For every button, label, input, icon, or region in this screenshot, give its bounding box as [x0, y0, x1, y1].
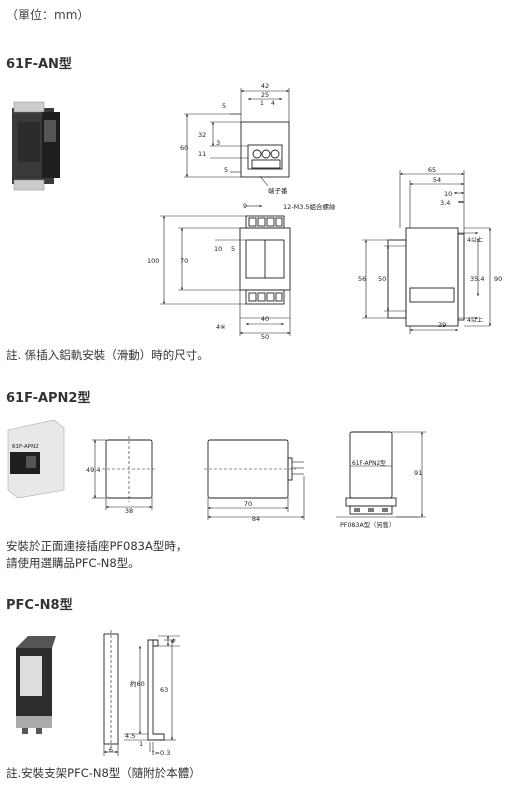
dim-100: 100 — [147, 257, 159, 265]
dim-6: 6 — [109, 746, 113, 754]
drawing-pfc-n8-front — [103, 630, 119, 756]
dim-11: 11 — [198, 150, 206, 158]
dim-60: 60 — [180, 144, 188, 152]
product-photo-pfc-n8 — [16, 636, 56, 734]
dim-1: 1 — [260, 100, 264, 107]
section-title-61f-an: 61F-AN型 — [6, 57, 72, 72]
drawing-61f-apn2-side-view — [204, 439, 305, 520]
note-apn2-line2: 請使用選購品PFC-N8型。 — [6, 556, 140, 570]
dim-10-side: 10 — [444, 190, 452, 198]
note-apn2-line1: 安裝於正面連接插座PF083A型時， — [6, 539, 188, 553]
drawing-pfc-n8-side — [124, 635, 180, 752]
dim-4: 4 — [271, 100, 275, 107]
dim-50-side: 50 — [378, 275, 386, 283]
dim-10: 10 — [214, 245, 222, 253]
dim-4-pfc: 4 — [171, 637, 175, 645]
label-61f-apn2-model: 61F-APN2型 — [352, 459, 386, 467]
dim-4-5: 4.5 — [125, 732, 135, 740]
dim-approx-60: 約60 — [130, 679, 145, 688]
dim-5a: 5 — [222, 102, 226, 110]
dim-70: 70 — [180, 257, 188, 265]
dim-70-apn2: 70 — [244, 500, 252, 508]
label-screw: 12-M3.5組合螺絲 — [283, 202, 336, 211]
dim-50: 50 — [261, 333, 269, 341]
drawing-61f-an-top-view — [184, 88, 290, 187]
dim-thickness: t=0.3 — [152, 749, 170, 757]
section-title-61f-apn2: 61F-APN2型 — [6, 391, 91, 406]
section-title-pfc-n8: PFC-N8型 — [6, 598, 73, 613]
unit-label: （單位：mm） — [6, 8, 90, 22]
dim-1-pfc: 1 — [139, 740, 143, 748]
note-pfc-n8: 註.安裝支架PFC-N8型（隨附於本體） — [6, 766, 201, 780]
dim-91: 91 — [414, 469, 422, 477]
dim-54: 54 — [433, 176, 441, 184]
dim-4-note: 4※ — [216, 323, 226, 331]
dim-39: 39 — [438, 321, 446, 329]
dim-5: 5 — [231, 245, 235, 253]
dim-40: 40 — [261, 315, 269, 323]
dim-3: 3 — [216, 139, 220, 147]
dim-49-4: 49.4 — [86, 466, 100, 474]
dim-4-min-top: 4以上 — [467, 236, 483, 244]
drawing-61f-apn2-front-view — [92, 436, 156, 510]
dim-4-min-bottom: 4以上 — [467, 316, 483, 324]
dim-90: 90 — [494, 275, 502, 283]
dim-3-4: 3.4 — [440, 199, 450, 207]
dim-38: 38 — [125, 507, 133, 515]
dim-9: 9 — [243, 202, 247, 210]
photo-label-apn2: 61F-APN2 — [12, 444, 39, 450]
product-photo-61f-an — [12, 101, 60, 191]
drawing-61f-an-front-view — [160, 204, 291, 336]
product-photo-61f-apn2 — [7, 419, 65, 499]
drawing-61f-apn2-on-socket — [336, 431, 426, 518]
dim-25: 25 — [261, 91, 269, 99]
dim-84: 84 — [252, 515, 260, 523]
drawing-61f-an-side-view — [362, 170, 492, 334]
dim-56: 56 — [358, 275, 366, 283]
dim-32: 32 — [198, 131, 206, 139]
dim-5b: 5 — [224, 166, 228, 174]
note-61f-an: 註. 係插入鋁軌安裝（滑動）時的尺寸。 — [6, 348, 209, 362]
dim-35-4: 35.4 — [470, 275, 484, 283]
label-terminal-no: 端子番 — [268, 186, 288, 195]
dim-65: 65 — [428, 166, 436, 174]
dim-42: 42 — [261, 82, 269, 90]
label-pf083a-socket: PF083A型（另售） — [340, 520, 395, 529]
dim-63: 63 — [160, 686, 168, 694]
